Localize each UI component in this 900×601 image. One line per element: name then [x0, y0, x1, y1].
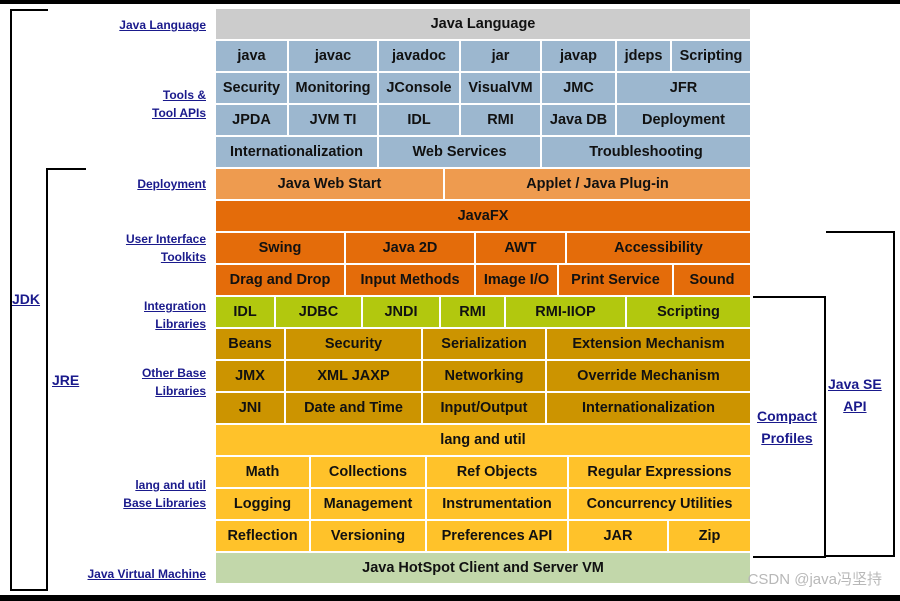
component-print-service: Print Service: [559, 265, 672, 295]
component-lang-and-util: lang and util: [216, 425, 750, 455]
component-instrumentation: Instrumentation: [427, 489, 567, 519]
jdk-label: JDK: [12, 291, 41, 307]
component-versioning: Versioning: [311, 521, 425, 551]
component-applet-java-plug-in: Applet / Java Plug-in: [445, 169, 750, 199]
component-management: Management: [311, 489, 425, 519]
component-java-hotspot-client-and-server-vm: Java HotSpot Client and Server VM: [216, 553, 750, 583]
component-xml-jaxp: XML JAXP: [286, 361, 421, 391]
component-rmi: RMI: [441, 297, 504, 327]
component-internationalization: Internationalization: [547, 393, 750, 423]
component-math: Math: [216, 457, 309, 487]
component-override-mechanism: Override Mechanism: [547, 361, 750, 391]
component-scripting: Scripting: [672, 41, 750, 71]
component-drag-and-drop: Drag and Drop: [216, 265, 344, 295]
component-beans: Beans: [216, 329, 284, 359]
component-networking: Networking: [423, 361, 545, 391]
watermark: CSDN @java冯坚持: [747, 571, 882, 588]
component-security: Security: [286, 329, 421, 359]
component-deployment: Deployment: [617, 105, 750, 135]
java-se-api-bracket: [826, 231, 894, 233]
component-image-i-o: Image I/O: [476, 265, 557, 295]
component-jdeps: jdeps: [617, 41, 670, 71]
component-collections: Collections: [311, 457, 425, 487]
component-monitoring: Monitoring: [289, 73, 377, 103]
component-swing: Swing: [216, 233, 344, 263]
component-date-and-time: Date and Time: [286, 393, 421, 423]
component-web-services: Web Services: [379, 137, 540, 167]
component-jmx: JMX: [216, 361, 284, 391]
component-javadoc: javadoc: [379, 41, 459, 71]
component-idl: IDL: [379, 105, 459, 135]
compact-profiles-bracket: [753, 296, 825, 298]
component-jar: jar: [461, 41, 540, 71]
component-java-db: Java DB: [542, 105, 615, 135]
component-awt: AWT: [476, 233, 565, 263]
component-sound: Sound: [674, 265, 750, 295]
jre-bracket: [46, 168, 48, 591]
component-preferences-api: Preferences API: [427, 521, 567, 551]
component-java-language: Java Language: [216, 9, 750, 39]
component-rmi-iiop: RMI-IIOP: [506, 297, 625, 327]
jdk-bracket: [10, 9, 12, 591]
component-idl: IDL: [216, 297, 274, 327]
label-deployment: Deployment: [137, 177, 206, 191]
component-scripting: Scripting: [627, 297, 750, 327]
component-concurrency-utilities: Concurrency Utilities: [569, 489, 750, 519]
component-logging: Logging: [216, 489, 309, 519]
component-javac: javac: [289, 41, 377, 71]
component-troubleshooting: Troubleshooting: [542, 137, 750, 167]
component-java-web-start: Java Web Start: [216, 169, 443, 199]
label-tools: Tools &Tool APIs: [152, 88, 206, 120]
component-jpda: JPDA: [216, 105, 287, 135]
component-reflection: Reflection: [216, 521, 309, 551]
bottom-border: [0, 595, 900, 601]
component-jconsole: JConsole: [379, 73, 459, 103]
top-border: [0, 0, 900, 4]
component-javafx: JavaFX: [216, 201, 750, 231]
label-jvm: Java Virtual Machine: [87, 567, 207, 581]
component-jmc: JMC: [542, 73, 615, 103]
component-regular-expressions: Regular Expressions: [569, 457, 750, 487]
component-zip: Zip: [669, 521, 750, 551]
component-jar: JAR: [569, 521, 667, 551]
component-rmi: RMI: [461, 105, 540, 135]
component-java: java: [216, 41, 287, 71]
label-java-language: Java Language: [119, 18, 206, 32]
component-input-output: Input/Output: [423, 393, 545, 423]
component-extension-mechanism: Extension Mechanism: [547, 329, 750, 359]
component-accessibility: Accessibility: [567, 233, 750, 263]
component-java-2d: Java 2D: [346, 233, 474, 263]
component-javap: javap: [542, 41, 615, 71]
component-jvm-ti: JVM TI: [289, 105, 377, 135]
component-jfr: JFR: [617, 73, 750, 103]
component-jndi: JNDI: [363, 297, 439, 327]
component-jni: JNI: [216, 393, 284, 423]
jre-label: JRE: [52, 372, 80, 388]
component-security: Security: [216, 73, 287, 103]
component-serialization: Serialization: [423, 329, 545, 359]
component-ref-objects: Ref Objects: [427, 457, 567, 487]
component-internationalization: Internationalization: [216, 137, 377, 167]
component-visualvm: VisualVM: [461, 73, 540, 103]
component-input-methods: Input Methods: [346, 265, 474, 295]
component-jdbc: JDBC: [276, 297, 361, 327]
